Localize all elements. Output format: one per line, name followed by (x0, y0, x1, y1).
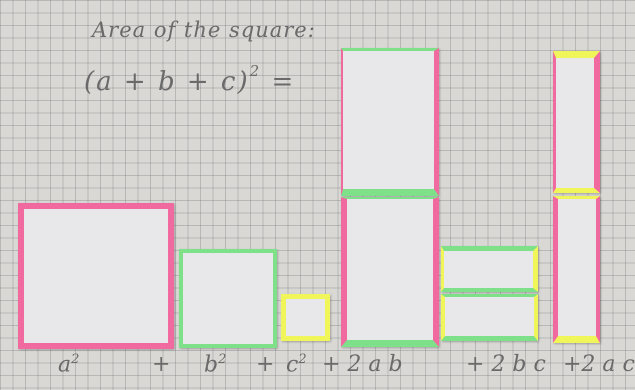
formula-expression: (a + b + c) (84, 67, 250, 97)
heading-formula: (a + b + c)2 = (84, 62, 295, 97)
rectangle-bc-2 (441, 294, 538, 341)
formula-equals: = (271, 67, 296, 97)
term-b-squared: b2 (204, 352, 227, 378)
term-c-squared: c2 (286, 352, 307, 378)
rectangle-ab-2 (341, 197, 439, 347)
term-plus-1: + (152, 352, 171, 377)
square-c-squared (281, 294, 330, 341)
rectangle-ac-2 (553, 196, 600, 343)
term-2ab: + 2 a b (322, 352, 403, 377)
expansion-terms: a2 + b2 + c2 + 2 a b + 2 b c +2 a c (0, 352, 635, 388)
rectangle-ab-1 (341, 48, 439, 196)
term-2ac: +2 a c (563, 352, 635, 377)
rectangle-ac-1 (553, 51, 600, 193)
term-2bc: + 2 b c (466, 352, 546, 377)
rectangle-bc-1 (441, 246, 538, 292)
heading-line-1: Area of the square: (92, 18, 316, 42)
formula-exponent: 2 (249, 62, 262, 80)
square-a-squared (18, 203, 174, 349)
term-plus-2: + (256, 352, 275, 377)
term-a-squared: a2 (58, 352, 80, 378)
square-b-squared (179, 249, 277, 348)
